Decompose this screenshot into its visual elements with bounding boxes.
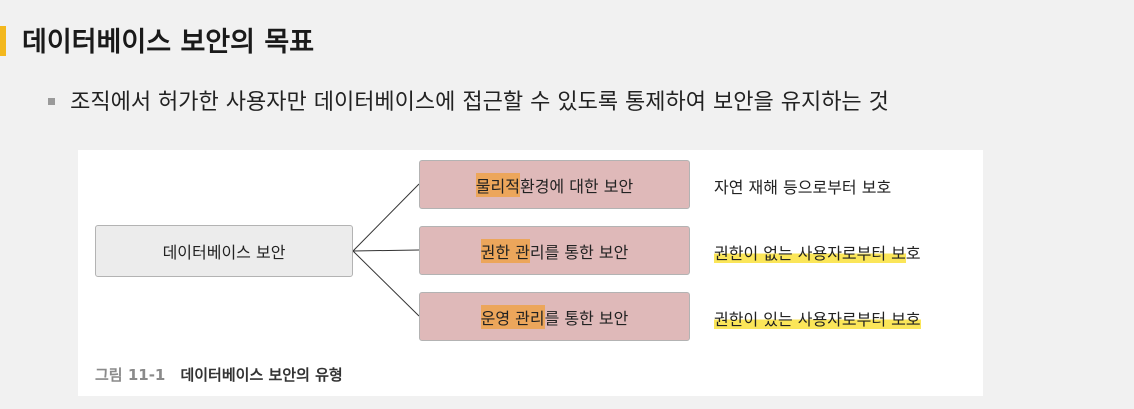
root-box: 데이터베이스 보안 [95,225,353,277]
item-label-highlight: 운영 관리 [480,304,545,329]
item-description-operation: 권한이 있는 사용자로부터 보호 [714,306,921,330]
item-description-authority: 권한이 없는 사용자로부터 보호 [714,240,921,264]
bullet-item: 조직에서 허가한 사용자만 데이터베이스에 접근할 수 있도록 통제하여 보안을… [48,84,889,116]
item-label: 리를 통한 보안 [529,242,629,262]
square-bullet-icon [48,98,55,105]
desc-highlight: 권한이 없는 사용자로부터 보 [714,244,906,263]
item-label-highlight: 권한 관 [480,238,530,263]
item-description-physical: 자연 재해 등으로부터 보호 [714,174,891,198]
connector-line-2 [352,249,420,252]
caption-text: 데이터베이스 보안의 유형 [180,366,343,384]
connector-line-1 [352,183,420,252]
item-box-physical: 물리적 환경에 대한 보안 [419,160,690,209]
desc-highlight: 권한이 있는 사용자로부터 보호 [714,310,921,329]
connector-line-3 [352,250,420,317]
desc-text: 호 [905,244,921,263]
page-title: 데이터베이스 보안의 목표 [22,27,315,58]
item-label-highlight: 물리적 [475,172,520,197]
figure-caption: 그림 11-1 데이터베이스 보안의 유형 [95,364,343,385]
item-label: 를 통한 보안 [544,308,629,328]
connector-lines [352,183,420,317]
caption-number: 그림 11-1 [95,366,166,384]
item-label: 환경에 대한 보안 [519,176,634,196]
desc-text: 자연 재해 등으로부터 보호 [714,178,892,197]
heading-accent-bar [0,26,6,56]
bullet-text: 조직에서 허가한 사용자만 데이터베이스에 접근할 수 있도록 통제하여 보안을… [70,90,889,115]
